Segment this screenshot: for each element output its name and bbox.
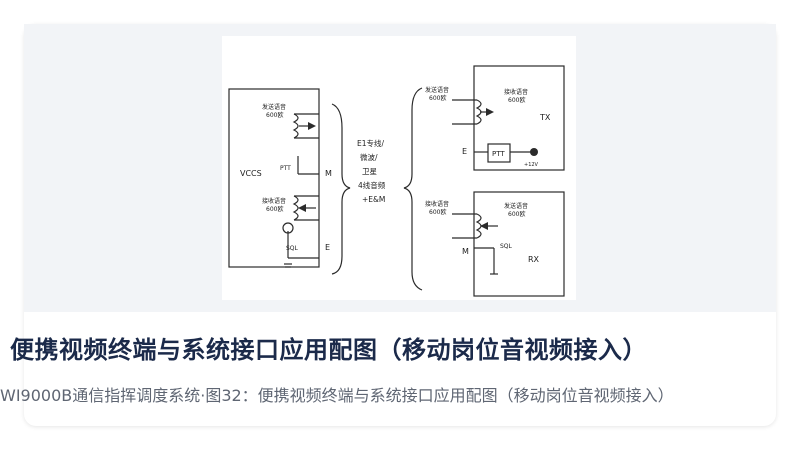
arrow-left-icon	[298, 204, 306, 212]
tx-label: TX	[539, 113, 551, 122]
link-label-3: 卫星	[362, 167, 377, 176]
send-voice-label: 发送语音	[262, 103, 286, 111]
interface-diagram: VCCS 发送语音 600欧 PTT M 接收语音 600欧 SQL E E1专…	[228, 65, 565, 297]
link-label-1: E1专线/	[357, 138, 385, 148]
vccs-box	[228, 88, 320, 268]
left-brace	[331, 103, 351, 275]
send-coil	[292, 113, 299, 139]
sql-label-right: SQL	[500, 243, 513, 250]
arrow-right-icon	[308, 122, 316, 130]
receive-coil	[292, 195, 299, 221]
receive-voice-label: 接收语音	[262, 197, 286, 205]
tx-receive-voice-label: 接收语音	[504, 88, 528, 96]
vccs-label: VCCS	[240, 169, 262, 178]
link-label-4: 4线音频	[358, 180, 386, 190]
rx-send-voice-label: 发送语音	[504, 202, 528, 210]
rx-label: RX	[528, 255, 540, 264]
tx-receive-impedance-label: 600欧	[508, 96, 525, 104]
rx-receive-impedance-label: 600欧	[429, 208, 446, 216]
link-label-5: +E&M	[362, 195, 385, 204]
tx-send-voice-label: 发送语音	[425, 86, 449, 94]
m-label-right: M	[462, 247, 469, 256]
arrow-right-icon	[486, 108, 494, 116]
rx-receive-voice-label: 接收语音	[425, 200, 449, 208]
result-card[interactable]: VCCS 发送语音 600欧 PTT M 接收语音 600欧 SQL E E1专…	[0, 24, 776, 426]
ptt-label: PTT	[280, 165, 291, 172]
voltage-label: +12V	[524, 162, 539, 168]
tx-box	[473, 65, 565, 171]
diagram-figure: VCCS 发送语音 600欧 PTT M 接收语音 600欧 SQL E E1专…	[222, 36, 576, 300]
thumbnail-area: VCCS 发送语音 600欧 PTT M 接收语音 600欧 SQL E E1专…	[24, 24, 776, 312]
m-label-left: M	[325, 169, 332, 178]
arrow-left-icon	[480, 222, 488, 230]
right-brace	[403, 87, 423, 291]
rx-box	[473, 191, 565, 297]
tx-send-impedance-label: 600欧	[429, 94, 446, 102]
receive-impedance-label: 600欧	[266, 205, 283, 213]
power-terminal-icon	[530, 148, 538, 156]
sql-label-left: SQL	[286, 245, 299, 252]
send-impedance-label: 600欧	[266, 111, 283, 119]
ptt-box	[487, 143, 511, 163]
ptt-box-label: PTT	[492, 150, 505, 158]
card-title[interactable]: 便携视频终端与系统接口应用配图（移动岗位音视频接入）	[10, 336, 647, 364]
e-label-left: E	[325, 243, 330, 252]
e-label-right: E	[462, 147, 467, 156]
sql-lamp-icon	[282, 222, 294, 234]
link-label-2: 微波/	[360, 152, 378, 162]
card-caption: WI9000B通信指挥调度系统·图32：便携视频终端与系统接口应用配图（移动岗位…	[0, 386, 674, 405]
rx-send-impedance-label: 600欧	[508, 210, 525, 218]
